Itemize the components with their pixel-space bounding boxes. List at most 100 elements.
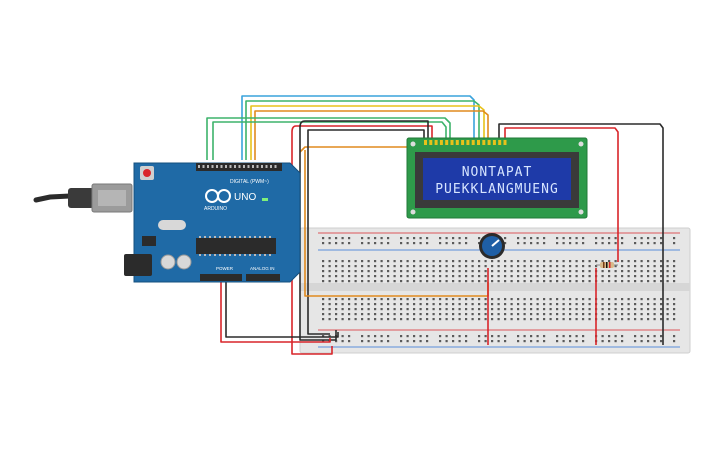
breadboard-hole bbox=[484, 335, 487, 338]
breadboard-hole bbox=[569, 318, 572, 321]
breadboard-hole bbox=[653, 237, 656, 240]
breadboard-hole bbox=[621, 298, 624, 301]
breadboard-hole bbox=[478, 340, 481, 343]
resistor[interactable] bbox=[596, 262, 618, 268]
breadboard-hole bbox=[614, 303, 617, 306]
breadboard-hole bbox=[400, 298, 403, 301]
breadboard-hole bbox=[439, 242, 442, 245]
breadboard-hole bbox=[588, 275, 591, 278]
breadboard-hole bbox=[647, 335, 650, 338]
breadboard-hole bbox=[322, 340, 325, 343]
breadboard-hole bbox=[439, 270, 442, 273]
lcd-pin bbox=[461, 140, 465, 145]
breadboard-hole bbox=[322, 270, 325, 273]
breadboard-hole bbox=[517, 313, 520, 316]
potentiometer[interactable] bbox=[479, 233, 505, 259]
breadboard-hole bbox=[569, 260, 572, 263]
breadboard-hole bbox=[653, 298, 656, 301]
chip-pin bbox=[239, 236, 241, 238]
breadboard-hole bbox=[588, 298, 591, 301]
breadboard-hole bbox=[575, 318, 578, 321]
breadboard-hole bbox=[458, 298, 461, 301]
breadboard-hole bbox=[393, 313, 396, 316]
breadboard-hole bbox=[497, 335, 500, 338]
breadboard-hole bbox=[341, 260, 344, 263]
breadboard-hole bbox=[627, 303, 630, 306]
breadboard-hole bbox=[413, 303, 416, 306]
breadboard-hole bbox=[504, 265, 507, 268]
breadboard-hole bbox=[452, 298, 455, 301]
breadboard-hole bbox=[614, 237, 617, 240]
breadboard-hole bbox=[471, 313, 474, 316]
breadboard-hole bbox=[328, 313, 331, 316]
lcd-16x2[interactable]: NONTAPAT PUEKKLANGMUENG bbox=[406, 137, 588, 219]
breadboard-hole bbox=[387, 242, 390, 245]
breadboard-hole bbox=[549, 280, 552, 283]
breadboard-hole bbox=[393, 265, 396, 268]
breadboard-hole bbox=[621, 313, 624, 316]
header-pin bbox=[243, 165, 245, 168]
breadboard[interactable] bbox=[299, 227, 691, 354]
breadboard-hole bbox=[354, 303, 357, 306]
breadboard-hole bbox=[601, 308, 604, 311]
breadboard-hole bbox=[426, 303, 429, 306]
breadboard-hole bbox=[601, 318, 604, 321]
breadboard-hole bbox=[465, 242, 468, 245]
breadboard-hole bbox=[458, 308, 461, 311]
breadboard-hole bbox=[465, 303, 468, 306]
breadboard-hole bbox=[432, 298, 435, 301]
breadboard-hole bbox=[673, 340, 676, 343]
breadboard-hole bbox=[510, 260, 513, 263]
breadboard-hole bbox=[406, 260, 409, 263]
breadboard-hole bbox=[341, 242, 344, 245]
header-pin bbox=[274, 165, 277, 168]
breadboard-hole bbox=[361, 340, 364, 343]
breadboard-hole bbox=[536, 313, 539, 316]
breadboard-hole bbox=[322, 303, 325, 306]
chip-pin bbox=[264, 254, 266, 256]
breadboard-hole bbox=[556, 270, 559, 273]
breadboard-hole bbox=[666, 270, 669, 273]
header-pin bbox=[198, 165, 200, 168]
breadboard-hole bbox=[445, 242, 448, 245]
chip-pin bbox=[264, 236, 266, 238]
breadboard-hole bbox=[666, 275, 669, 278]
breadboard-hole bbox=[465, 265, 468, 268]
breadboard-hole bbox=[445, 270, 448, 273]
breadboard-hole bbox=[361, 275, 364, 278]
breadboard-hole bbox=[374, 270, 377, 273]
breadboard-hole bbox=[536, 237, 539, 240]
breadboard-hole bbox=[374, 260, 377, 263]
breadboard-hole bbox=[426, 260, 429, 263]
breadboard-hole bbox=[361, 270, 364, 273]
breadboard-hole bbox=[458, 270, 461, 273]
arduino-uno[interactable]: DIGITAL (PWM~) ARDUINO UNO POWER ANALOG … bbox=[124, 162, 301, 283]
breadboard-hole bbox=[614, 313, 617, 316]
breadboard-hole bbox=[419, 303, 422, 306]
breadboard-hole bbox=[634, 242, 637, 245]
chip-pin bbox=[254, 236, 256, 238]
breadboard-hole bbox=[478, 335, 481, 338]
breadboard-hole bbox=[504, 303, 507, 306]
breadboard-hole bbox=[432, 275, 435, 278]
capacitor-1 bbox=[160, 254, 176, 270]
breadboard-hole bbox=[517, 242, 520, 245]
breadboard-hole bbox=[387, 260, 390, 263]
breadboard-hole bbox=[367, 265, 370, 268]
breadboard-hole bbox=[653, 270, 656, 273]
breadboard-hole bbox=[536, 335, 539, 338]
breadboard-hole bbox=[640, 275, 643, 278]
breadboard-hole bbox=[322, 237, 325, 240]
breadboard-hole bbox=[406, 335, 409, 338]
breadboard-hole bbox=[328, 265, 331, 268]
breadboard-hole bbox=[536, 303, 539, 306]
breadboard-hole bbox=[497, 260, 500, 263]
breadboard-hole bbox=[504, 313, 507, 316]
breadboard-hole bbox=[374, 313, 377, 316]
breadboard-hole bbox=[361, 298, 364, 301]
breadboard-hole bbox=[478, 242, 481, 245]
breadboard-hole bbox=[458, 237, 461, 240]
lcd-screen bbox=[423, 158, 571, 200]
breadboard-hole bbox=[439, 280, 442, 283]
breadboard-hole bbox=[549, 298, 552, 301]
